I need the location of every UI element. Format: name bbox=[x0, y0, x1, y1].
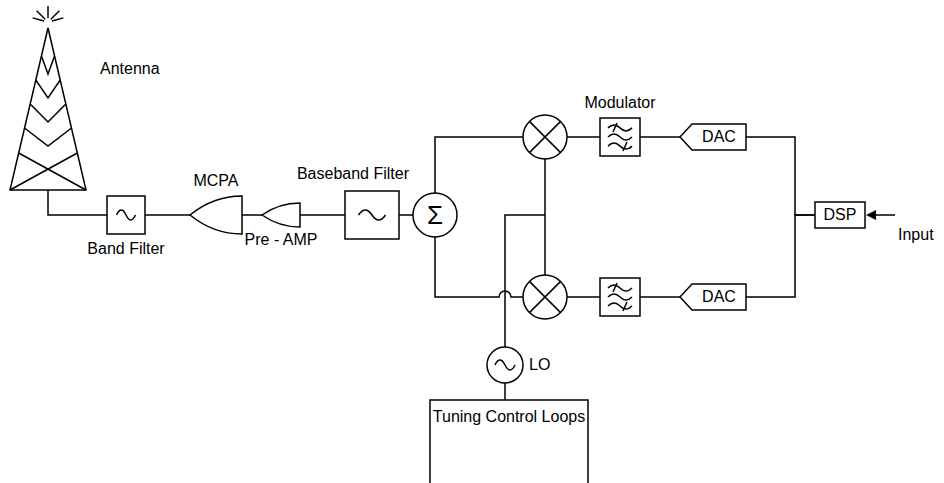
signal-label: Input bbox=[898, 226, 934, 244]
arrowhead bbox=[866, 210, 876, 220]
dsp-box: DSP bbox=[815, 202, 865, 228]
part-label: Band Filter bbox=[87, 240, 164, 258]
band-filter-outline bbox=[107, 196, 145, 234]
amplifier-symbol: Pre - AMP bbox=[262, 203, 300, 227]
block-text: DAC bbox=[702, 288, 736, 306]
block-text: Σ bbox=[427, 202, 443, 228]
part-label: Baseband Filter bbox=[297, 165, 409, 183]
summer-circle: Σ bbox=[413, 193, 457, 237]
lo-wire bbox=[544, 159, 546, 275]
signal-wire bbox=[48, 190, 107, 215]
mixer-symbol bbox=[523, 275, 567, 319]
modulator-filter: Modulator bbox=[600, 118, 640, 156]
mixer-output-wire bbox=[567, 296, 600, 298]
dac-block: DAC bbox=[680, 284, 746, 310]
amplifier-symbol: MCPA bbox=[190, 196, 242, 234]
dac-block: DAC bbox=[680, 124, 746, 150]
band-filter: Band Filter bbox=[107, 196, 145, 234]
oscillator-symbol: LO bbox=[487, 347, 523, 383]
part-label: Antenna bbox=[100, 60, 160, 78]
control-box: Tuning Control Loops bbox=[430, 400, 588, 483]
signal-wire bbox=[504, 383, 506, 400]
block-text: DAC bbox=[702, 128, 736, 146]
filter-dac-wire bbox=[640, 296, 680, 298]
baseband-filter-outline bbox=[345, 191, 399, 239]
baseband-filter: Baseband Filter bbox=[345, 191, 399, 239]
signal-wire bbox=[300, 214, 345, 216]
signal-wire bbox=[399, 214, 413, 216]
amplifier-symbol-outline bbox=[262, 203, 300, 227]
filter-symbol bbox=[600, 278, 640, 316]
antenna-symbol-outline bbox=[8, 8, 88, 190]
signal-wire bbox=[746, 137, 815, 215]
part-label: LO bbox=[529, 356, 550, 374]
block-text: Tuning Control Loops bbox=[433, 408, 585, 426]
input-arrow bbox=[874, 214, 895, 216]
signal-wire bbox=[746, 215, 815, 297]
mixer-output-wire bbox=[567, 136, 600, 138]
amplifier-symbol-outline bbox=[190, 196, 242, 234]
modulator-filter-outline bbox=[600, 118, 640, 156]
antenna-symbol: Antenna bbox=[8, 8, 88, 190]
signal-wire bbox=[242, 214, 262, 216]
oscillator-symbol-outline bbox=[487, 347, 523, 383]
sum-to-mixer-wire bbox=[435, 237, 523, 297]
part-label: Modulator bbox=[584, 94, 655, 112]
signal-wire bbox=[640, 136, 680, 138]
block-text: DSP bbox=[824, 206, 857, 224]
signal-wire bbox=[145, 214, 190, 216]
mixer-symbol bbox=[523, 115, 567, 159]
sum-to-mixer-wire bbox=[435, 137, 523, 193]
part-label: Pre - AMP bbox=[245, 231, 318, 249]
part-label: MCPA bbox=[193, 172, 238, 190]
